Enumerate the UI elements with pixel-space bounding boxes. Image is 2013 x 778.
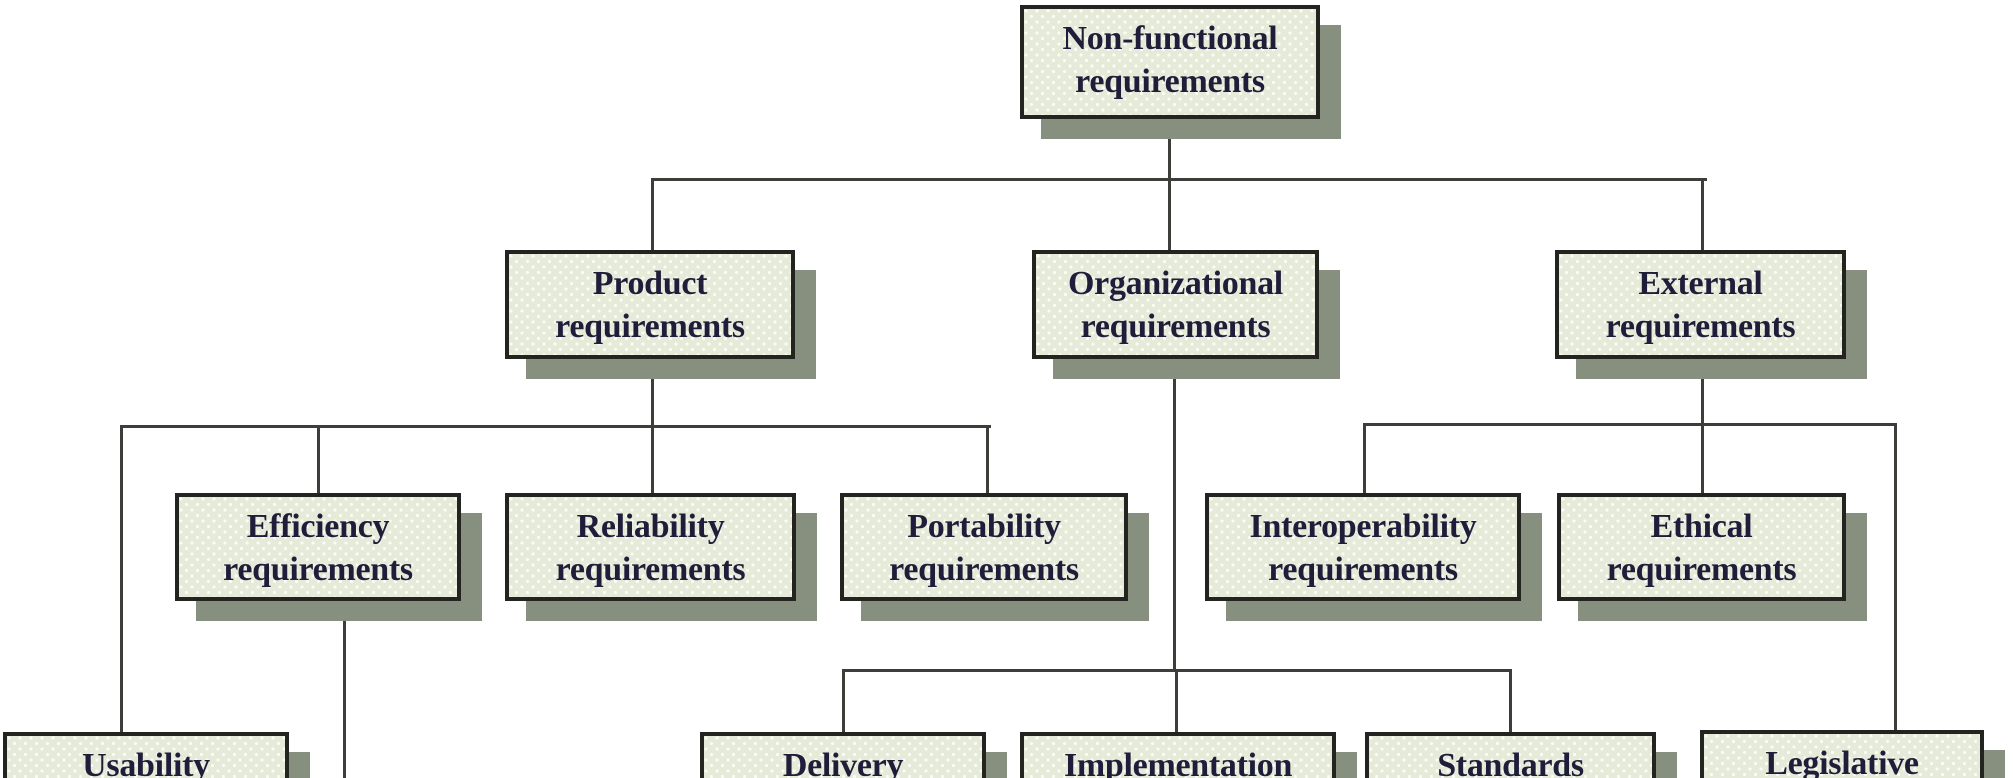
node-label: Usability [82, 747, 210, 778]
edge-drop-usability [120, 425, 123, 732]
node-label: Reliability requirements [555, 508, 746, 588]
node-interoperability-requirements: Interoperability requirements [1205, 493, 1521, 601]
node-label: Portability requirements [889, 508, 1079, 588]
edge-drop-organizational [1168, 178, 1171, 250]
node-portability-requirements: Portability requirements [840, 493, 1128, 601]
edge-root-stem [1168, 118, 1171, 178]
edge-drop-external [1701, 178, 1704, 250]
node-organizational-requirements: Organizational requirements [1032, 250, 1319, 359]
node-external-requirements: External requirements [1555, 250, 1846, 359]
node-legislative: Legislative [1700, 730, 1984, 778]
node-label: External requirements [1605, 265, 1796, 345]
node-implementation: Implementation [1020, 732, 1336, 778]
edge-external-rail [1363, 423, 1897, 426]
edge-drop-legislative [1894, 423, 1897, 730]
node-ethical-requirements: Ethical requirements [1557, 493, 1846, 601]
edge-drop-implementation [1175, 669, 1178, 732]
node-label: Efficiency requirements [223, 508, 413, 588]
node-label: Standards [1437, 747, 1584, 778]
edge-drop-efficiency [317, 425, 320, 493]
node-label: Interoperability requirements [1249, 508, 1477, 588]
node-label: Ethical requirements [1606, 508, 1797, 588]
edge-product-stem [651, 358, 654, 425]
edge-drop-delivery [842, 669, 845, 732]
node-label: Legislative [1765, 745, 1919, 778]
node-label: Delivery [782, 747, 904, 778]
node-delivery: Delivery [700, 732, 986, 778]
edge-drop-ethical [1701, 423, 1704, 493]
edge-drop-reliability [651, 425, 654, 493]
edge-external-stem [1701, 358, 1704, 423]
node-product-requirements: Product requirements [505, 250, 795, 359]
node-efficiency-requirements: Efficiency requirements [175, 493, 461, 601]
edge-drop-portability [986, 425, 989, 493]
edge-drop-interoperability [1363, 423, 1366, 493]
node-label: Product requirements [555, 265, 745, 345]
node-standards: Standards [1365, 732, 1656, 778]
edge-drop-standards [1509, 669, 1512, 732]
edge-drop-product [651, 178, 654, 250]
edge-organizational-stem [1173, 358, 1176, 669]
edge-product-rail [120, 425, 991, 428]
node-label: Non-functional requirements [1062, 20, 1278, 100]
node-reliability-requirements: Reliability requirements [505, 493, 796, 601]
edge-efficiency-stem-truncated [343, 600, 346, 778]
node-label: Organizational requirements [1068, 265, 1283, 345]
node-label: Implementation [1063, 747, 1293, 778]
edge-root-rail [651, 178, 1707, 181]
node-non-functional-requirements: Non-functional requirements [1020, 5, 1320, 119]
node-usability: Usability [3, 732, 289, 778]
